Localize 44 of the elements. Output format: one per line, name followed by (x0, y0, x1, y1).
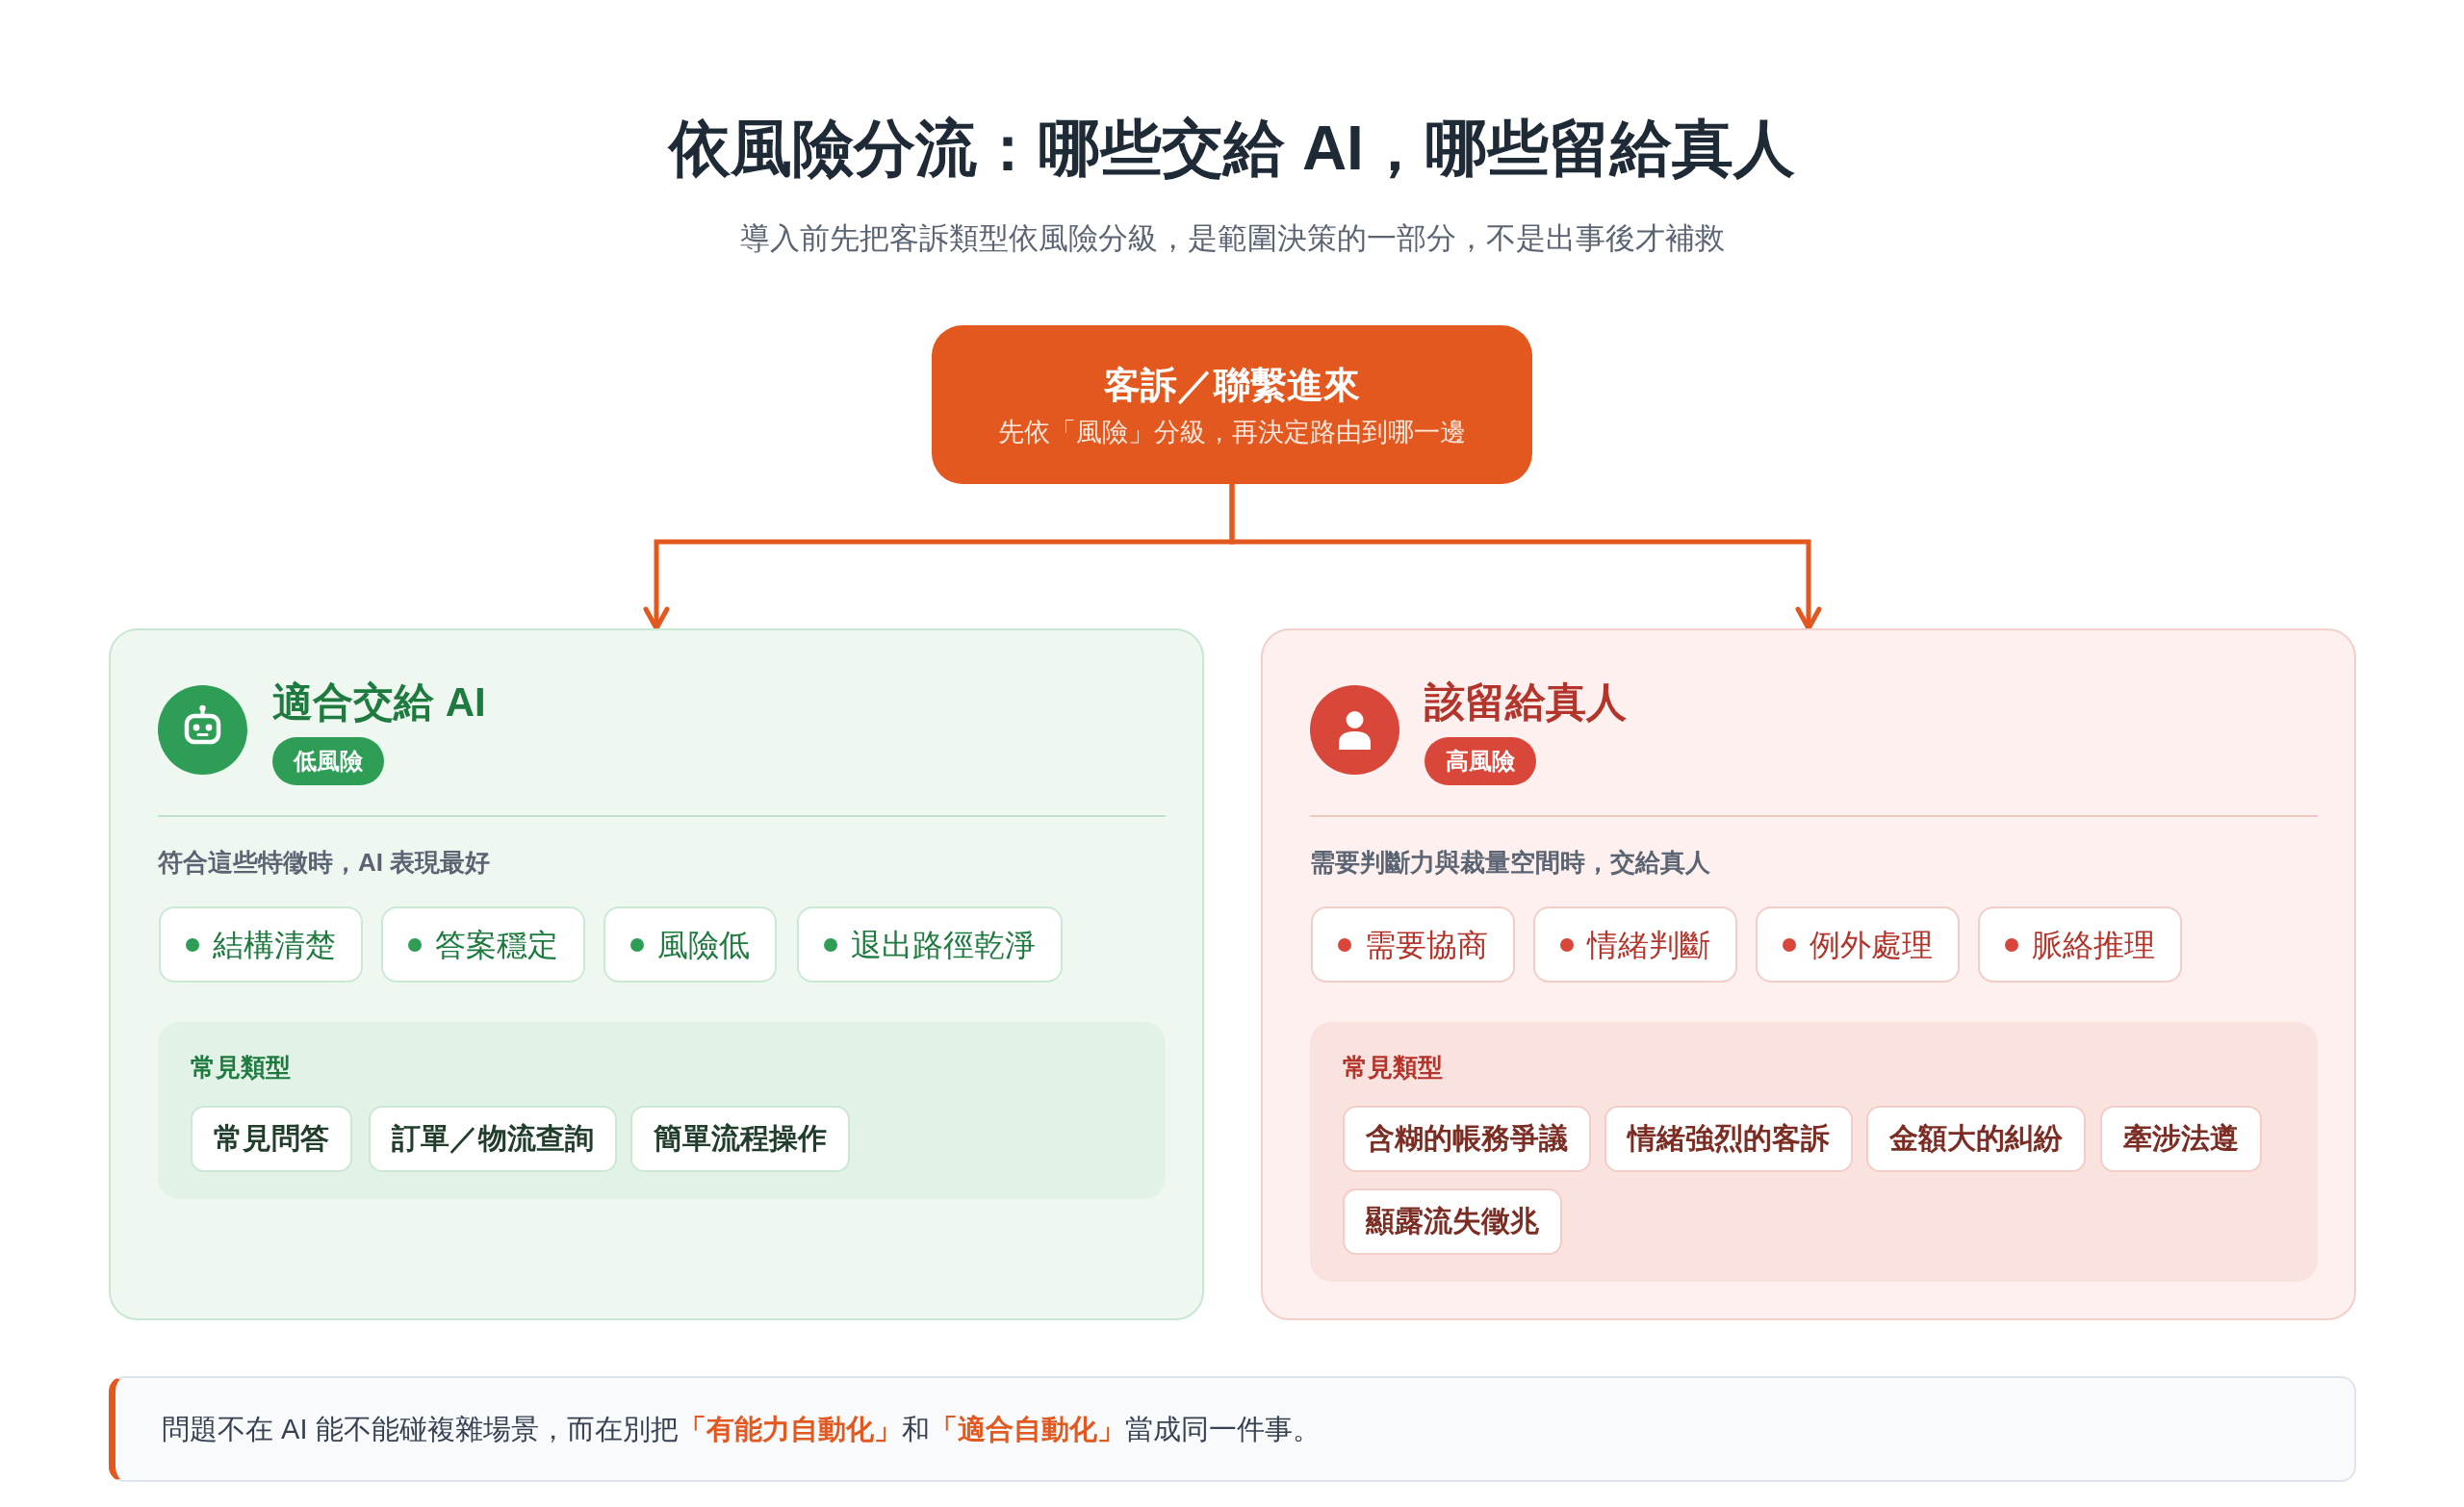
feature-text: 脈絡推理 (2032, 926, 2155, 964)
feature-chip (1978, 907, 2182, 983)
group-heading: 常見類型 (191, 1052, 291, 1084)
feature-chip (603, 907, 777, 983)
feature-text: 需要協商 (1365, 926, 1488, 964)
feature-text: 退出路徑乾淨 (851, 926, 1036, 964)
connector-arrow (1229, 484, 1822, 631)
panel-card (109, 628, 1204, 1320)
type-tag: 情緒強烈的客訴 (1604, 1106, 1853, 1172)
type-tag: 訂單／物流查詢 (369, 1106, 617, 1172)
category-panel (158, 1022, 1166, 1199)
feature-text: 結構清楚 (213, 926, 336, 964)
group-heading: 常見類型 (1343, 1052, 1443, 1084)
type-tag: 常見問答 (191, 1106, 352, 1172)
feature-chip (797, 907, 1063, 983)
panel-description: 符合這些特徵時，AI 表現最好 (158, 847, 491, 879)
feature-text: 情緒判斷 (1587, 926, 1710, 964)
panel-heading: 適合交給 AI (272, 678, 486, 727)
feature-chip (1533, 907, 1737, 983)
feature-chip (381, 907, 585, 983)
feature-text: 例外處理 (1810, 926, 1933, 964)
feature-chip (159, 907, 363, 983)
panel-description: 需要判斷力與裁量空間時，交給真人 (1310, 847, 1710, 879)
diagram-subtitle: 導入前先把客訴類型依風險分級，是範圍決策的一部分，不是出事後才補救 (739, 220, 1725, 257)
type-tag: 顯露流失徵兆 (1343, 1188, 1562, 1255)
feature-text: 答案穩定 (435, 926, 558, 964)
type-tag: 含糊的帳務爭議 (1343, 1106, 1591, 1172)
risk-level-badge: 高風險 (1424, 737, 1536, 785)
feature-chip (1756, 907, 1960, 983)
feature-text: 風險低 (657, 926, 750, 964)
note-box (109, 1376, 2356, 1482)
type-tag: 金額大的糾紛 (1866, 1106, 2086, 1172)
risk-level-badge: 低風險 (272, 737, 384, 785)
node-title: 客訴／聯繫進來 (1104, 363, 1360, 407)
panel-heading: 該留給真人 (1424, 678, 1627, 727)
type-tag: 牽涉法遵 (2100, 1106, 2262, 1172)
note-text: 問題不在 AI 能不能碰複雜場景，而在別把「有能力自動化」和「適合自動化」當成同一件事。 (162, 1413, 1321, 1446)
category-panel (1310, 1022, 2318, 1282)
node-subtitle: 先依「風險」分級，再決定路由到哪一邊 (998, 416, 1466, 448)
feature-chip (1311, 907, 1515, 983)
panel-card (1261, 628, 2356, 1320)
start-box (932, 325, 1532, 484)
diagram-title: 依風險分流：哪些交給 AI，哪些留給真人 (669, 113, 1795, 185)
type-tag: 簡單流程操作 (630, 1106, 850, 1172)
